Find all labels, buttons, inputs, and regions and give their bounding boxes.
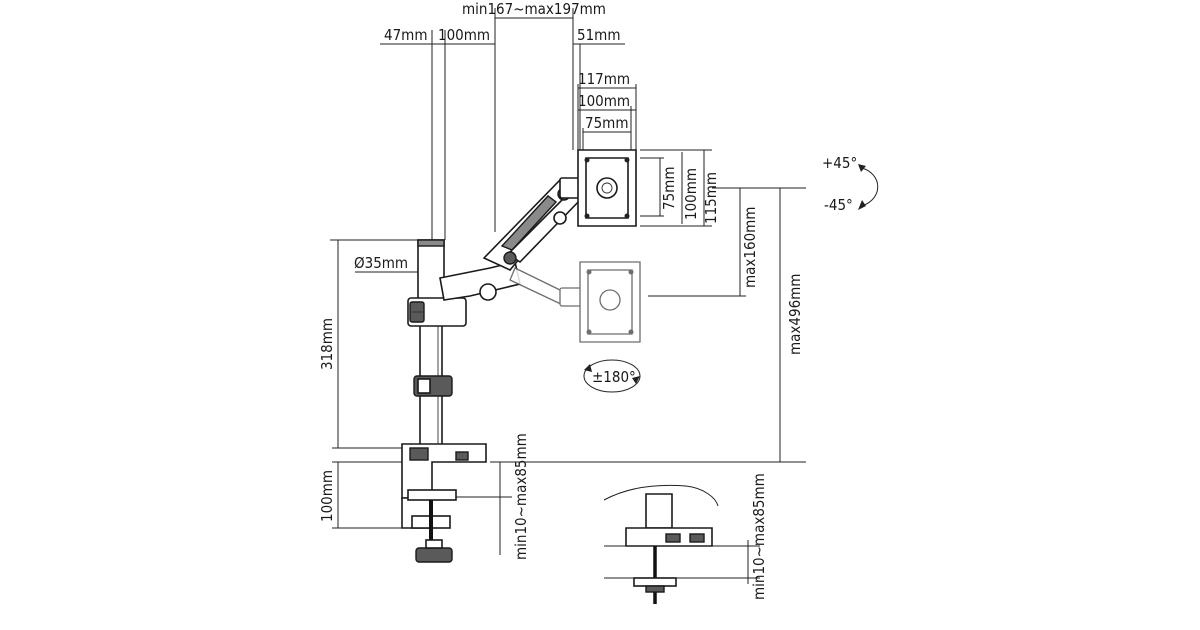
tilt-arrow-icon [858, 164, 879, 210]
vesa-plate-upper [577, 149, 637, 227]
height-dims [490, 187, 806, 463]
vesa-plate-lower-ghost [509, 261, 641, 343]
rotate-label: ±180° [592, 368, 636, 386]
clamp-height-label: 100mm [318, 470, 336, 522]
pole [417, 239, 445, 447]
top-dimension-lines [380, 8, 637, 240]
height-knob [413, 375, 453, 397]
bracket-depth-label: 51mm [577, 26, 620, 44]
vesa-vertical-dims [640, 149, 712, 227]
vesa-v100-label: 100mm [682, 168, 700, 220]
clamp-range-label: min10~max85mm [512, 433, 530, 560]
rotate-arrow-icon [583, 359, 641, 393]
tilt-up-label: +45° [822, 154, 857, 172]
max-lift-label: max160mm [741, 207, 759, 288]
grommet-range-label: min10~max85mm [750, 473, 768, 600]
arm-offset-label: 100mm [438, 26, 490, 44]
max-height-label: max496mm [786, 274, 804, 355]
vesa-v115-label: 115mm [702, 172, 720, 224]
tilt-down-label: -45° [824, 196, 853, 214]
vesa-outer-label: 117mm [578, 70, 630, 88]
desk-clamp [401, 443, 487, 563]
arm-collar [407, 297, 467, 327]
pole-diameter-label: Ø35mm [354, 254, 408, 272]
vesa-100-label: 100mm [578, 92, 630, 110]
grommet-mount [603, 484, 760, 604]
pole-offset-label: 47mm [384, 26, 427, 44]
pole-height-label: 318mm [318, 318, 336, 370]
reach-range-label: min167~max197mm [462, 0, 606, 18]
vesa-75-label: 75mm [585, 114, 628, 132]
vesa-v75-label: 75mm [660, 167, 678, 210]
articulating-arm [439, 177, 585, 301]
